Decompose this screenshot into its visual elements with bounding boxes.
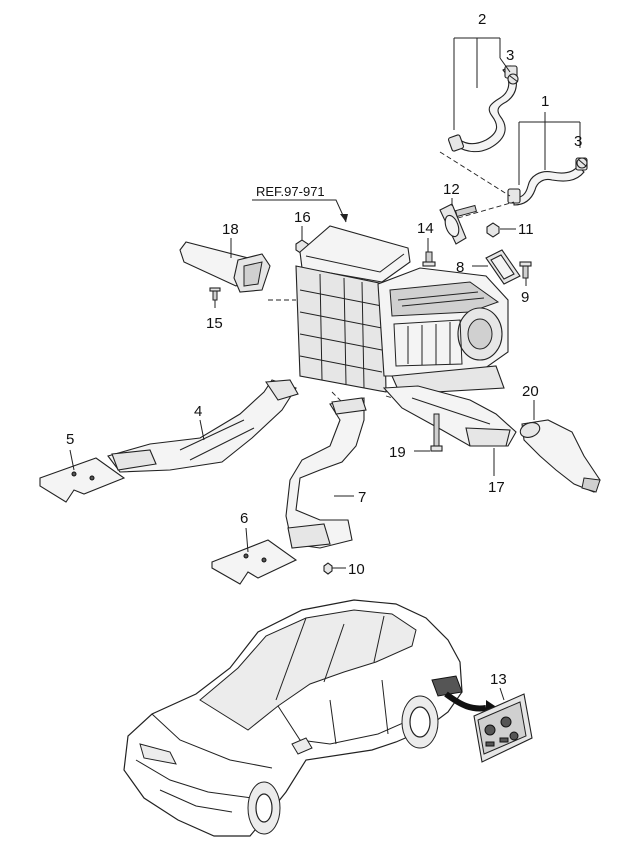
- hose-clamp-3a: [507, 73, 519, 85]
- callout-17: 17: [488, 479, 505, 496]
- heater-hose-1: [507, 157, 588, 206]
- callout-3-upper: 3: [506, 47, 514, 64]
- callout-18: 18: [222, 221, 239, 238]
- gasket-8: [485, 249, 521, 285]
- rear-duct-4: [107, 379, 299, 473]
- nut-11: [486, 222, 500, 238]
- screw-15: [209, 287, 221, 301]
- floor-pad-5: [39, 457, 126, 503]
- callout-9: 9: [521, 289, 529, 306]
- bolt-14: [422, 251, 436, 267]
- callout-3-lower: 3: [574, 133, 582, 150]
- heater-hose-2: [447, 65, 518, 153]
- vehicle-sedan: [123, 599, 463, 837]
- callout-15: 15: [206, 315, 223, 332]
- callout-2: 2: [478, 11, 486, 28]
- callout-12: 12: [443, 181, 460, 198]
- reference-label: REF.97-971: [256, 184, 325, 199]
- bolt-19: [430, 413, 443, 452]
- callout-7: 7: [358, 489, 366, 506]
- callout-8: 8: [456, 259, 464, 276]
- callout-5: 5: [66, 431, 74, 448]
- nut-10: [323, 562, 333, 575]
- callout-16: 16: [294, 209, 311, 226]
- rear-duct-7: [285, 397, 367, 549]
- callout-10: 10: [348, 561, 365, 578]
- hose-clamp-3b: [576, 157, 588, 169]
- callout-6: 6: [240, 510, 248, 527]
- floor-pad-6: [211, 539, 298, 585]
- heater-unit-assembly: [295, 225, 509, 395]
- side-duct-18: [179, 241, 271, 293]
- callout-4: 4: [194, 403, 202, 420]
- lower-duct-17: [382, 385, 517, 447]
- pipe-grommet-12: [439, 203, 478, 245]
- callout-13: 13: [490, 671, 507, 688]
- bolt-9: [519, 261, 532, 279]
- air-duct-20: [519, 419, 601, 493]
- heater-control-panel-13: [473, 693, 533, 763]
- callout-14: 14: [417, 220, 434, 237]
- callout-20: 20: [522, 383, 539, 400]
- callout-1: 1: [541, 93, 549, 110]
- callout-11: 11: [518, 221, 534, 238]
- callout-19: 19: [389, 444, 406, 461]
